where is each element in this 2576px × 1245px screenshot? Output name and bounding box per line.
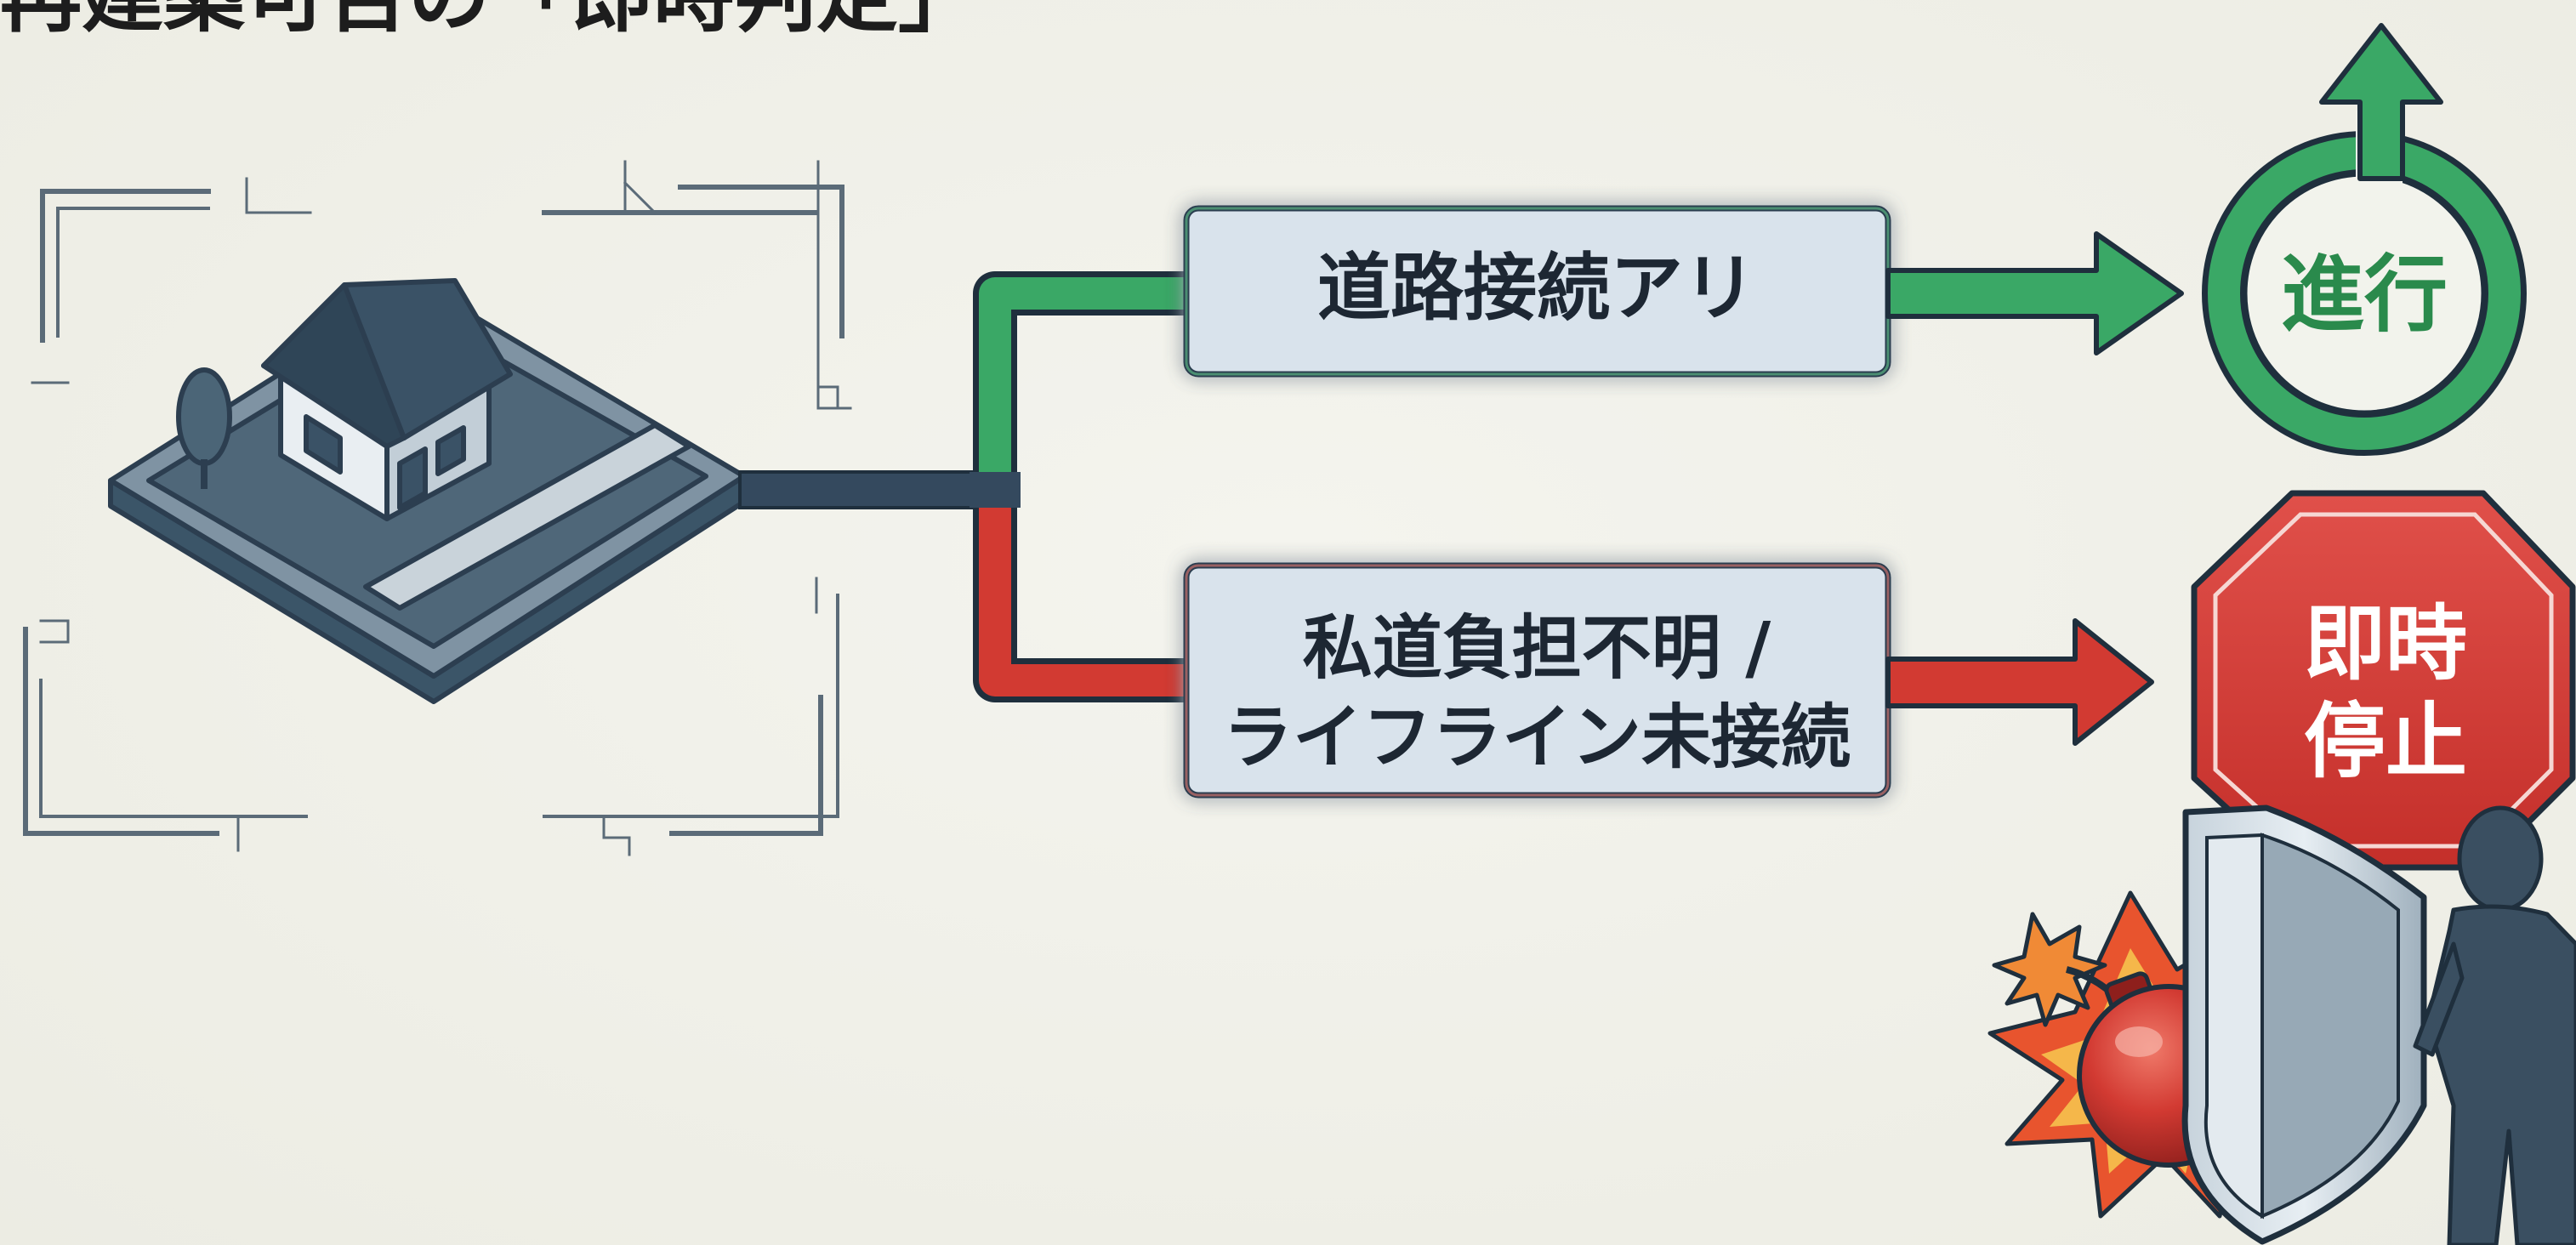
stop-label-line2: 停止 — [2304, 694, 2467, 789]
blueprint-frame — [23, 160, 852, 856]
success-condition-label: 道路接続アリ — [1317, 246, 1756, 331]
branch-connector — [738, 271, 1191, 702]
failure-condition-box: 私道負担不明 / ライフライン未接続 — [1183, 562, 1891, 799]
person-silhouette-icon — [2413, 805, 2576, 1245]
success-condition-box: 道路接続アリ — [1183, 205, 1891, 378]
stop-label-line1: 即時 — [2304, 596, 2467, 691]
shield-icon — [2181, 804, 2427, 1245]
failure-arrow — [1885, 618, 2154, 746]
isometric-house-icon — [108, 278, 747, 704]
failure-condition-line2: ライフライン未接続 — [1223, 697, 1851, 778]
failure-condition-line1: 私道負担不明 / — [1303, 608, 1771, 689]
circular-arrow-icon: 進行 — [2202, 23, 2527, 456]
success-arrow — [1885, 231, 2184, 355]
proceed-label: 進行 — [2281, 247, 2448, 344]
page-title: 再建築可否の「即時判定」 — [0, 0, 980, 43]
